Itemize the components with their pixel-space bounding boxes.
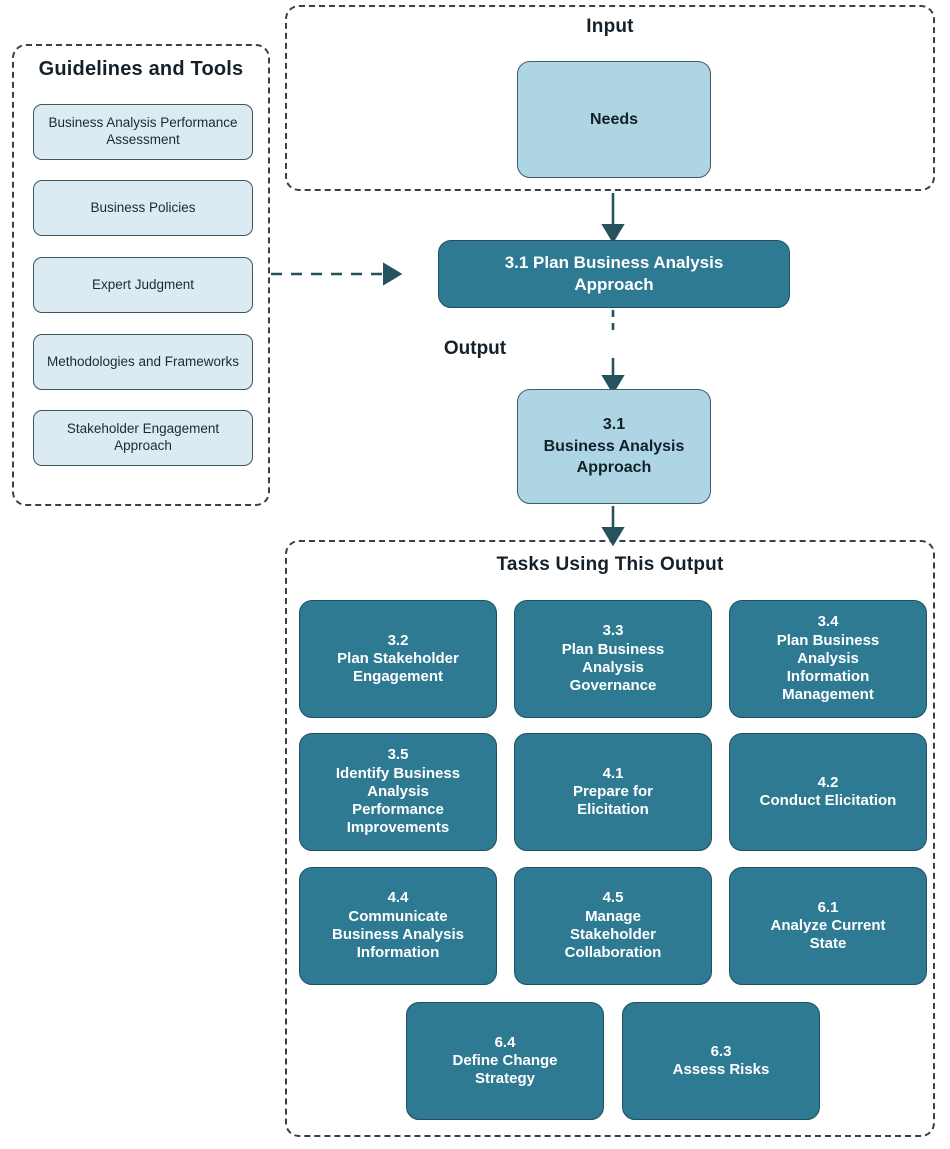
task-node-label: 6.4 Define Change Strategy — [452, 1033, 558, 1088]
tool-chip-business-policies[interactable]: Business Policies — [33, 180, 253, 236]
task-node-label: 4.4 Communicate Business Analysis Inform… — [331, 889, 464, 962]
tool-chip-methodologies-and-frameworks[interactable]: Methodologies and Frameworks — [33, 334, 253, 390]
input-title: Input — [586, 16, 634, 37]
tool-chip-business-analysis-performance-assessment[interactable]: Business Analysis Performance Assessment — [33, 104, 253, 160]
process-node-plan-business-analysis-approach[interactable]: 3.1 Plan Business Analysis Approach — [438, 240, 790, 308]
tasks-using-this-output-container: Tasks Using This Output — [285, 540, 935, 1137]
tool-chip-label: Business Policies — [90, 199, 196, 215]
task-node-label: 3.4 Plan Business Analysis Information M… — [776, 613, 880, 704]
task-node-4-4[interactable]: 4.4 Communicate Business Analysis Inform… — [299, 867, 497, 985]
task-node-4-1[interactable]: 4.1 Prepare for Elicitation — [514, 733, 712, 851]
task-node-3-3[interactable]: 3.3 Plan Business Analysis Governance — [514, 600, 712, 718]
task-node-3-4[interactable]: 3.4 Plan Business Analysis Information M… — [729, 600, 927, 718]
task-node-6-4[interactable]: 6.4 Define Change Strategy — [406, 1002, 604, 1120]
tool-chip-label: Methodologies and Frameworks — [46, 353, 240, 369]
tool-chip-expert-judgment[interactable]: Expert Judgment — [33, 257, 253, 313]
task-node-label: 6.1 Analyze Current State — [770, 898, 886, 953]
task-node-label: 6.3 Assess Risks — [672, 1042, 770, 1078]
input-container: Input — [285, 5, 935, 191]
tool-chip-label: Stakeholder Engagement Approach — [66, 421, 220, 453]
task-node-4-5[interactable]: 4.5 Manage Stakeholder Collaboration — [514, 867, 712, 985]
task-node-6-1[interactable]: 6.1 Analyze Current State — [729, 867, 927, 985]
task-node-4-2[interactable]: 4.2 Conduct Elicitation — [729, 733, 927, 851]
output-node-business-analysis-approach[interactable]: 3.1 Business Analysis Approach — [517, 389, 711, 504]
output-node-label: 3.1 Business Analysis Approach — [543, 416, 685, 477]
input-node-needs[interactable]: Needs — [517, 61, 711, 178]
task-node-label: 4.2 Conduct Elicitation — [759, 773, 897, 809]
task-node-label: 4.1 Prepare for Elicitation — [572, 764, 654, 819]
tool-chip-stakeholder-engagement-approach[interactable]: Stakeholder Engagement Approach — [33, 410, 253, 466]
task-node-label: 3.2 Plan Stakeholder Engagement — [337, 631, 459, 686]
task-node-3-5[interactable]: 3.5 Identify Business Analysis Performan… — [299, 733, 497, 851]
input-node-label: Needs — [589, 110, 639, 128]
tasks-using-this-output-title: Tasks Using This Output — [496, 554, 724, 575]
task-node-label: 3.5 Identify Business Analysis Performan… — [335, 746, 461, 837]
task-node-label: 3.3 Plan Business Analysis Governance — [561, 622, 665, 695]
tool-chip-label: Business Analysis Performance Assessment — [48, 115, 238, 147]
task-node-label: 4.5 Manage Stakeholder Collaboration — [564, 889, 662, 962]
process-node-label: 3.1 Plan Business Analysis Approach — [504, 252, 724, 294]
guidelines-and-tools-title: Guidelines and Tools — [38, 58, 244, 80]
tool-chip-label: Expert Judgment — [91, 276, 195, 292]
guidelines-and-tools-container: Guidelines and Tools Business Analysis P… — [12, 44, 270, 506]
output-label: Output — [443, 338, 507, 359]
task-node-6-3[interactable]: 6.3 Assess Risks — [622, 1002, 820, 1120]
task-node-3-2[interactable]: 3.2 Plan Stakeholder Engagement — [299, 600, 497, 718]
